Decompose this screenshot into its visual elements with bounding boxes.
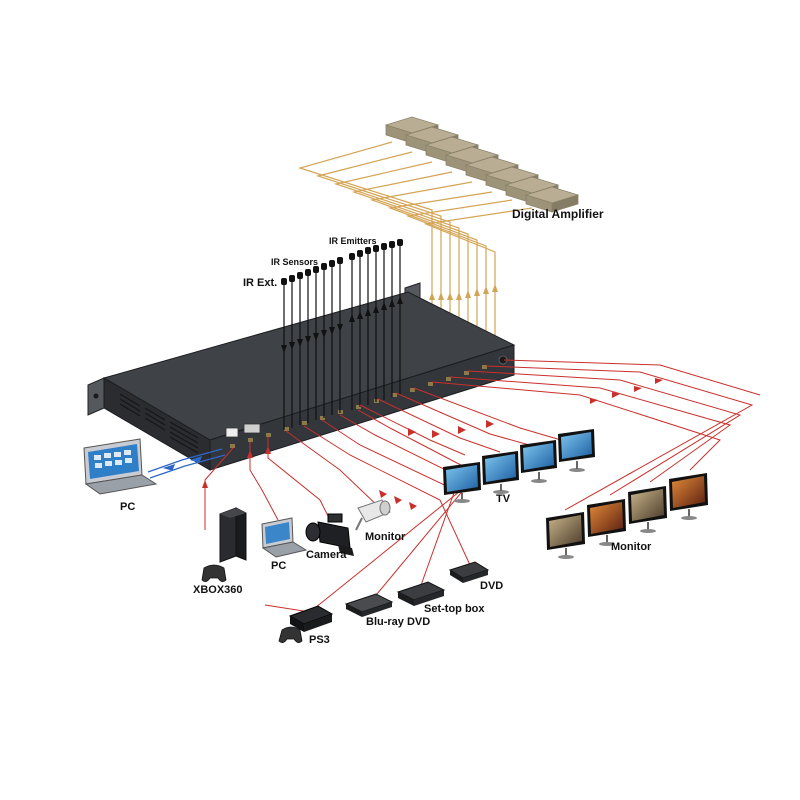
tv-icon xyxy=(482,451,519,494)
output-arrowheads xyxy=(408,378,663,438)
tv-icon xyxy=(558,429,595,472)
settop-box-label: Set-top box xyxy=(424,603,485,615)
ir-sensors-label: IR Sensors xyxy=(271,257,319,267)
dvd-player xyxy=(448,561,490,583)
security-camera-icon xyxy=(355,499,391,531)
xbox360-device xyxy=(219,507,247,563)
ps3-console xyxy=(288,605,334,632)
pc-link-cable xyxy=(147,448,226,479)
dvd-label: DVD xyxy=(480,580,504,592)
bluray-label: Blu-ray DVD xyxy=(366,616,431,628)
tv-icon xyxy=(443,462,481,503)
ir-emitters-label: IR Emitters xyxy=(329,236,377,246)
vent-slots xyxy=(119,393,199,454)
monitor-bank-label: Monitor xyxy=(611,541,652,553)
settop-box xyxy=(396,581,446,606)
pc-left-device xyxy=(83,438,158,495)
input-arrowheads xyxy=(202,446,417,510)
ir-wires xyxy=(283,244,401,430)
matrix-switcher xyxy=(87,282,516,471)
xbox360-label: XBOX360 xyxy=(193,584,243,596)
ir-ext-label: IR Ext. xyxy=(243,277,278,289)
chassis-back xyxy=(209,344,515,471)
ir-probe-heads xyxy=(281,239,403,285)
ethernet-port xyxy=(225,427,239,438)
tv-icon xyxy=(520,440,557,483)
camera-label: Camera xyxy=(306,549,347,561)
pc-small-device xyxy=(261,517,308,558)
pc-left-label: PC xyxy=(120,501,136,513)
monitor-icon xyxy=(628,486,667,533)
tv-group xyxy=(443,429,595,503)
monitor-icon xyxy=(587,499,626,546)
monitor-camera-label: Monitor xyxy=(365,531,406,543)
monitor-group xyxy=(546,473,708,559)
digital-amplifier-label: Digital Amplifier xyxy=(512,207,604,221)
amplifier-block xyxy=(384,116,580,213)
audio-arrowheads xyxy=(429,284,498,300)
pc-small-label: PC xyxy=(271,560,287,572)
monitor-icon xyxy=(669,473,708,520)
monitor-icon xyxy=(546,512,585,559)
rs232-port xyxy=(243,423,261,434)
digital-amplifier-group xyxy=(384,116,580,213)
ir-arrowheads xyxy=(281,296,403,353)
ps3-label: PS3 xyxy=(309,634,330,646)
gamepad-icon xyxy=(278,626,303,643)
camcorder-icon xyxy=(305,513,354,556)
bluray-player xyxy=(344,593,394,617)
gamepad-icon xyxy=(201,564,227,582)
tv-label: TV xyxy=(496,493,511,505)
